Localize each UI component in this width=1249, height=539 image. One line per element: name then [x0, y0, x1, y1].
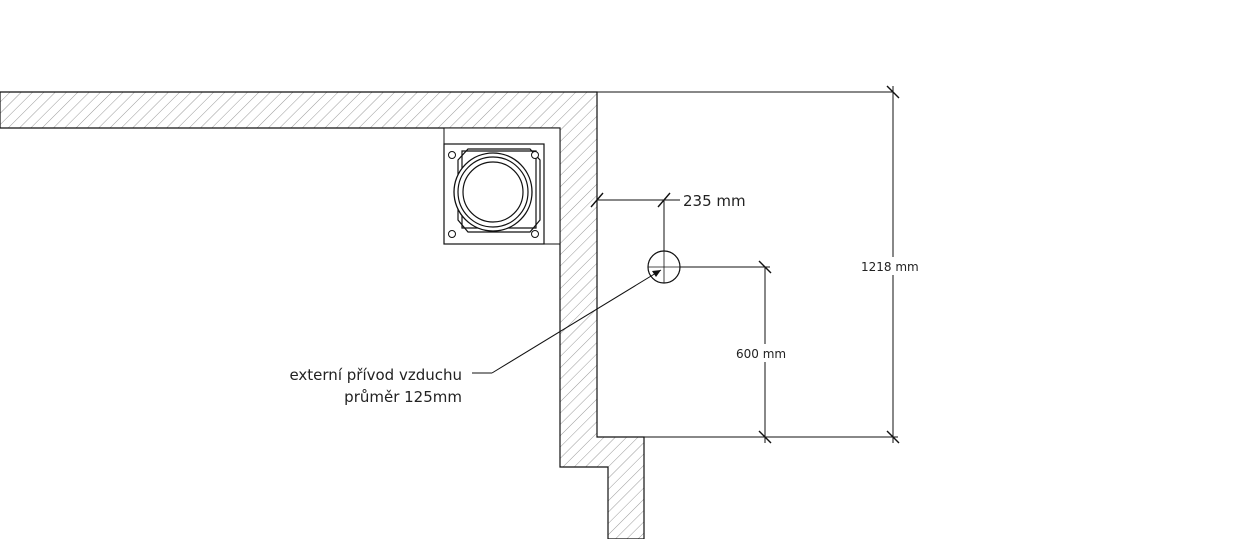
air-intake-marker: [647, 250, 681, 284]
annotation-line-1: externí přívod vzduchu: [289, 366, 462, 384]
wall-section: [0, 91, 645, 539]
dimension-235-label: 235 mm: [683, 192, 746, 210]
room-outline: [597, 91, 893, 438]
annotation-leader: [472, 269, 662, 374]
chimney-unit: [443, 127, 561, 245]
dimension-600-label: 600 mm: [736, 347, 786, 361]
dimension-1218-label: 1218 mm: [861, 260, 919, 274]
annotation-line-2: průměr 125mm: [344, 388, 462, 406]
dimension-235: [590, 192, 680, 251]
